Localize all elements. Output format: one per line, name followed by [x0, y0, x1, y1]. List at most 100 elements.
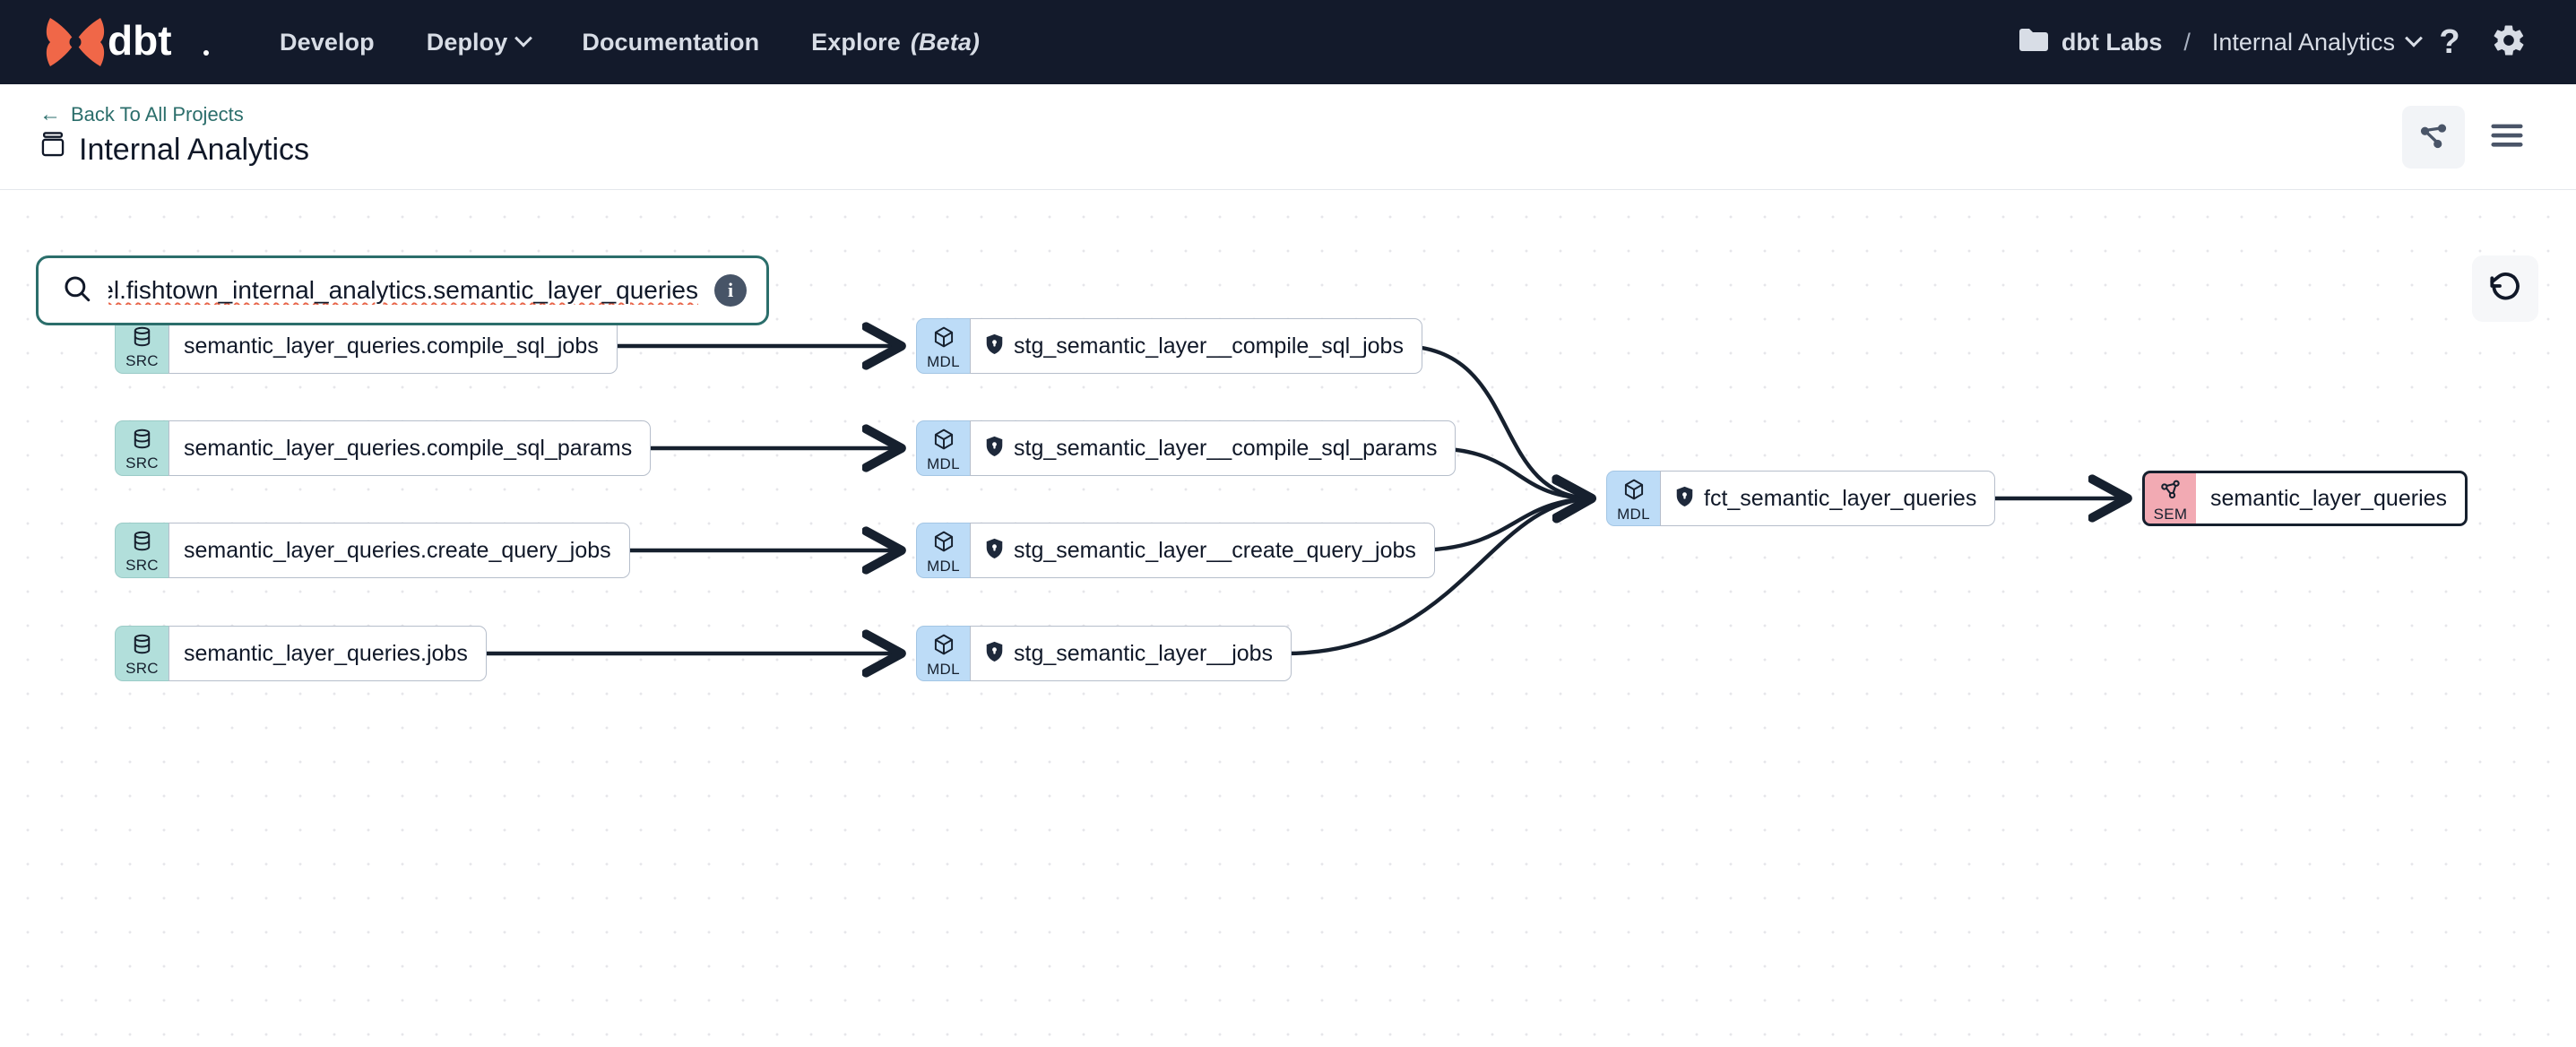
lineage-node-src1[interactable]: SRC semantic_layer_queries.compile_sql_j… — [115, 318, 618, 374]
node-kind-badge-mdl: MDL — [916, 318, 970, 374]
account-project-switcher[interactable]: dbt Labs / Internal Analytics — [2018, 27, 2423, 58]
dbt-logo-icon — [43, 13, 108, 71]
svg-text:dbt: dbt — [108, 19, 172, 64]
nav-right-cluster: dbt Labs / Internal Analytics ? — [2018, 13, 2538, 72]
settings-button[interactable] — [2479, 13, 2538, 72]
nav-item-develop[interactable]: Develop — [280, 30, 375, 55]
node-body: fct_semantic_layer_queries — [1660, 471, 1996, 526]
lineage-node-mdl4[interactable]: MDL stg_semantic_layer__jobs — [916, 626, 1292, 681]
lineage-graph: SRC semantic_layer_queries.compile_sql_j… — [0, 191, 2576, 1047]
page-title: Internal Analytics — [39, 131, 309, 169]
node-kind-badge-mdl: MDL — [1606, 471, 1660, 526]
node-kind-label: MDL — [927, 660, 960, 678]
node-kind-badge-src: SRC — [115, 523, 169, 578]
database-cylinder-icon — [131, 428, 153, 454]
node-label: semantic_layer_queries.jobs — [184, 640, 468, 666]
top-navigation-bar: dbt Develop Deploy Documentation Explore… — [0, 0, 2576, 84]
lineage-canvas[interactable]: odel.fishtown_internal_analytics.semanti… — [0, 191, 2576, 1047]
shield-lock-icon — [985, 436, 1004, 462]
back-to-all-projects-link[interactable]: ← Back To All Projects — [39, 104, 309, 125]
node-kind-label: SRC — [125, 660, 159, 677]
info-icon[interactable]: i — [714, 274, 747, 307]
node-body: semantic_layer_queries.create_query_jobs — [169, 523, 630, 578]
lineage-node-src3[interactable]: SRC semantic_layer_queries.create_query_… — [115, 523, 630, 578]
lineage-graph-icon — [2416, 118, 2451, 157]
chevron-down-icon — [514, 29, 533, 48]
node-label: stg_semantic_layer__create_query_jobs — [1014, 537, 1416, 563]
dbt-logo[interactable]: dbt — [43, 13, 213, 71]
node-kind-badge-src: SRC — [115, 318, 169, 374]
help-button[interactable]: ? — [2420, 13, 2479, 72]
list-view-button[interactable] — [2476, 106, 2538, 169]
cube-icon — [932, 530, 955, 558]
node-label: fct_semantic_layer_queries — [1704, 485, 1977, 511]
dbt-wordmark: dbt — [108, 19, 213, 65]
folder-icon — [2018, 27, 2049, 58]
nav-item-develop-label: Develop — [280, 28, 375, 56]
lineage-node-src4[interactable]: SRC semantic_layer_queries.jobs — [115, 626, 487, 681]
semantic-graph-icon — [2159, 478, 2183, 506]
lineage-node-mdl3[interactable]: MDL stg_semantic_layer__create_query_job… — [916, 523, 1435, 578]
nav-item-documentation-label: Documentation — [582, 28, 760, 56]
lineage-node-mdl2[interactable]: MDL stg_semantic_layer__compile_sql_para… — [916, 420, 1457, 476]
database-cylinder-icon — [131, 530, 153, 557]
page-title-text: Internal Analytics — [79, 133, 310, 167]
hamburger-list-icon — [2490, 122, 2524, 153]
node-body: semantic_layer_queries.compile_sql_jobs — [169, 318, 618, 374]
node-kind-label: MDL — [927, 454, 960, 472]
node-label: stg_semantic_layer__jobs — [1014, 640, 1274, 666]
node-body: semantic_layer_queries — [2196, 471, 2468, 526]
account-org-name: dbt Labs — [2061, 28, 2163, 56]
breadcrumb-separator: / — [2183, 28, 2191, 56]
reset-view-button[interactable] — [2472, 255, 2538, 322]
arrow-left-icon: ← — [39, 102, 61, 126]
lineage-node-mdl1[interactable]: MDL stg_semantic_layer__compile_sql_jobs — [916, 318, 1422, 374]
database-cylinder-icon — [131, 325, 153, 352]
node-label: stg_semantic_layer__compile_sql_jobs — [1014, 333, 1404, 359]
nav-item-documentation[interactable]: Documentation — [582, 30, 759, 55]
cube-icon — [1622, 478, 1646, 506]
lineage-node-src2[interactable]: SRC semantic_layer_queries.compile_sql_p… — [115, 420, 652, 476]
database-archive-icon — [39, 131, 66, 169]
node-label: semantic_layer_queries — [2210, 485, 2448, 511]
help-question-icon: ? — [2439, 23, 2460, 61]
shield-lock-icon — [985, 641, 1004, 667]
node-body: stg_semantic_layer__compile_sql_params — [970, 420, 1457, 476]
node-kind-label: MDL — [1617, 505, 1650, 523]
node-kind-badge-mdl: MDL — [916, 420, 970, 476]
node-body: stg_semantic_layer__jobs — [970, 626, 1292, 681]
nav-item-deploy-label: Deploy — [426, 28, 508, 56]
node-kind-label: MDL — [927, 352, 960, 370]
lineage-search-box[interactable]: odel.fishtown_internal_analytics.semanti… — [36, 255, 769, 325]
reset-counterclockwise-icon — [2487, 269, 2523, 309]
node-kind-badge-src: SRC — [115, 626, 169, 681]
cube-icon — [932, 428, 955, 455]
node-kind-badge-mdl: MDL — [916, 523, 970, 578]
account-project-name: Internal Analytics — [2211, 28, 2395, 56]
node-kind-badge-src: SRC — [115, 420, 169, 476]
node-body: stg_semantic_layer__create_query_jobs — [970, 523, 1435, 578]
cube-icon — [932, 633, 955, 661]
node-kind-label: SRC — [125, 557, 159, 574]
node-body: semantic_layer_queries.compile_sql_param… — [169, 420, 652, 476]
node-label: semantic_layer_queries.compile_sql_param… — [184, 435, 633, 461]
shield-lock-icon — [985, 538, 1004, 564]
back-to-all-projects-label: Back To All Projects — [71, 103, 244, 125]
node-body: semantic_layer_queries.jobs — [169, 626, 487, 681]
gear-icon — [2491, 22, 2527, 63]
primary-nav-links: Develop Deploy Documentation Explore (Be… — [280, 28, 980, 56]
lineage-node-fct[interactable]: MDL fct_semantic_layer_queries — [1606, 471, 1996, 526]
shield-lock-icon — [985, 333, 1004, 359]
node-label: stg_semantic_layer__compile_sql_params — [1014, 435, 1438, 461]
node-label: semantic_layer_queries.compile_sql_jobs — [184, 333, 599, 359]
cube-icon — [932, 325, 955, 353]
nav-item-deploy[interactable]: Deploy — [426, 28, 533, 56]
nav-item-explore[interactable]: Explore (Beta) — [811, 30, 980, 55]
project-subheader: ← Back To All Projects Internal Analytic… — [0, 84, 2576, 190]
lineage-graph-view-button[interactable] — [2402, 106, 2465, 169]
search-input[interactable]: odel.fishtown_internal_analytics.semanti… — [108, 276, 698, 304]
search-icon — [62, 273, 92, 308]
account-project-name-wrap: Internal Analytics — [2211, 28, 2423, 56]
lineage-node-sem[interactable]: SEM semantic_layer_queries — [2142, 471, 2468, 526]
node-kind-label: SEM — [2153, 505, 2188, 523]
